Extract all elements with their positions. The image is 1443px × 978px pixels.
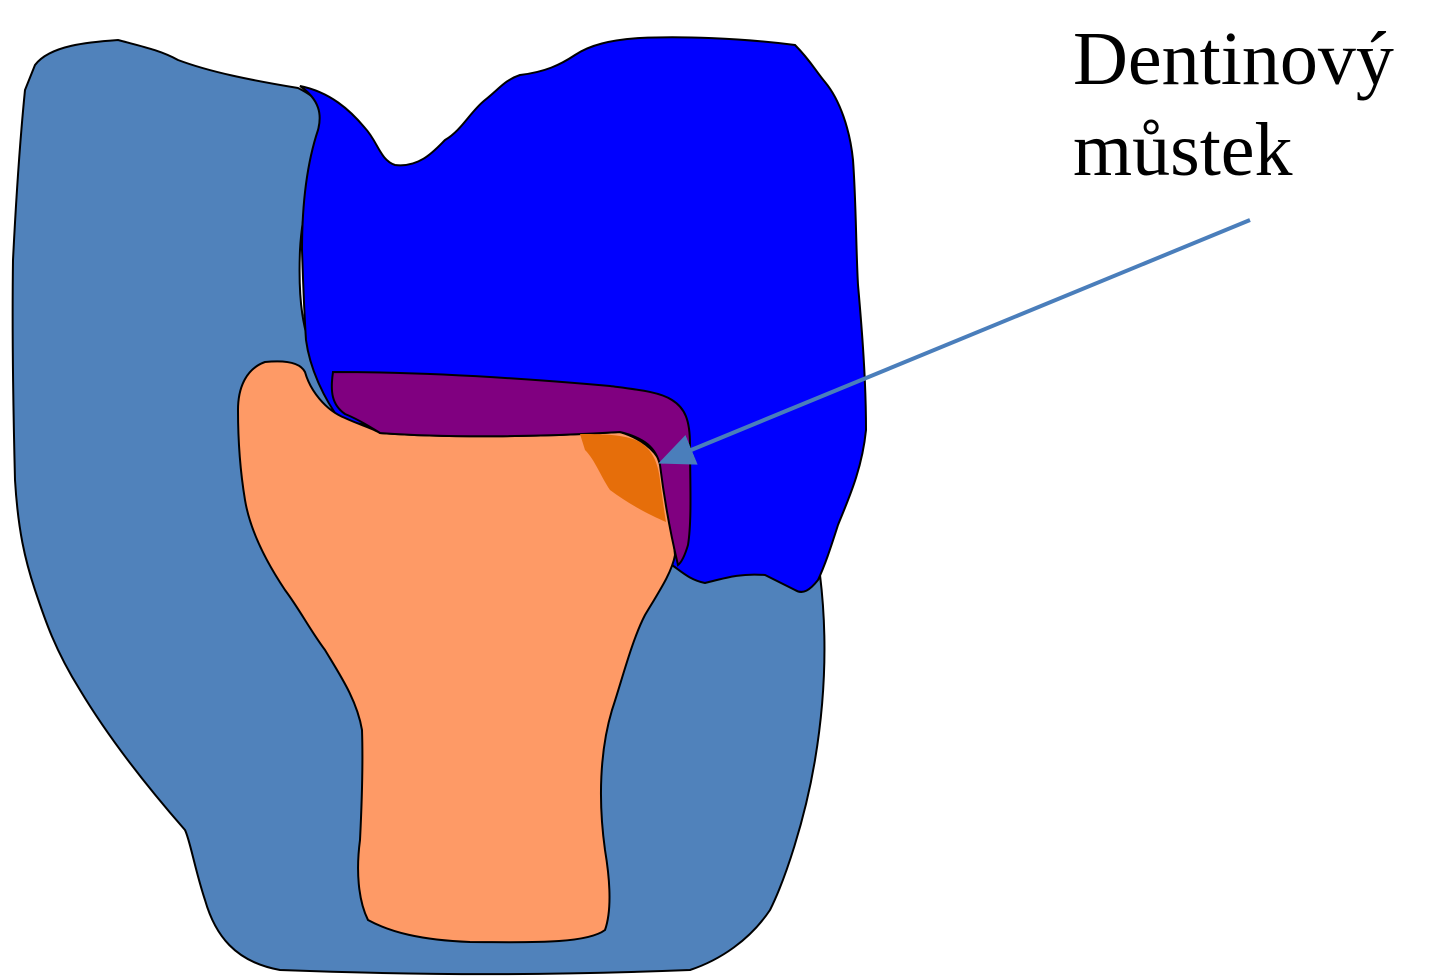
- label-line-1: Dentinový: [1073, 17, 1394, 101]
- label-line-2: můstek: [1073, 108, 1293, 192]
